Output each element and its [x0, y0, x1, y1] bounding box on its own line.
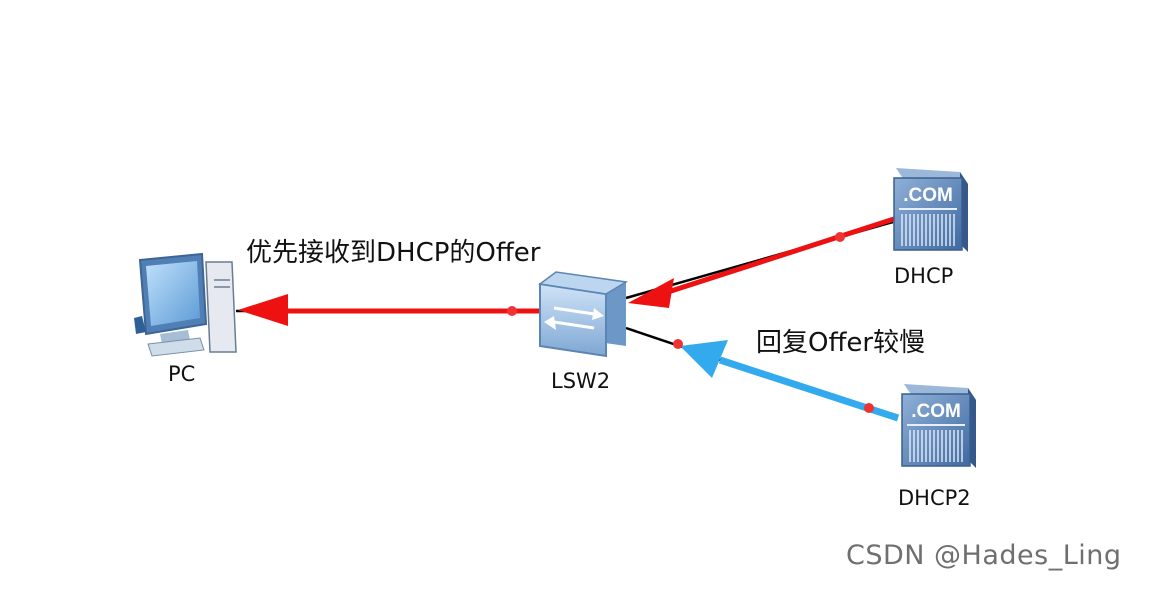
switch-label: LSW2 [551, 369, 611, 393]
server-badge-dhcp2: .COM [911, 401, 961, 422]
first-offer-annotation: 优先接收到DHCP的Offer [246, 238, 541, 268]
fast-offer-arrow-dhcp-to-switch [628, 216, 895, 308]
port-dot-dhcp2 [864, 403, 874, 413]
port-dot-pc-side [507, 306, 517, 316]
server-badge-dhcp: .COM [903, 185, 953, 206]
slow-offer-annotation: 回复Offer较慢 [756, 328, 926, 358]
dhcp-label: DHCP [894, 264, 954, 288]
dhcp2-label: DHCP2 [898, 486, 971, 510]
pc-label: PC [168, 362, 196, 386]
server-icon-dhcp2[interactable]: .COM [901, 384, 976, 468]
port-dot-switch-dhcp2 [673, 339, 683, 349]
csdn-watermark: CSDN @Hades_Ling [846, 540, 1122, 571]
port-dot-dhcp1 [835, 232, 845, 242]
fast-offer-arrow-switch-to-pc [238, 294, 540, 326]
server-icon-dhcp[interactable]: .COM [893, 168, 968, 252]
pc-icon[interactable] [134, 252, 237, 357]
switch-icon[interactable] [538, 271, 629, 358]
